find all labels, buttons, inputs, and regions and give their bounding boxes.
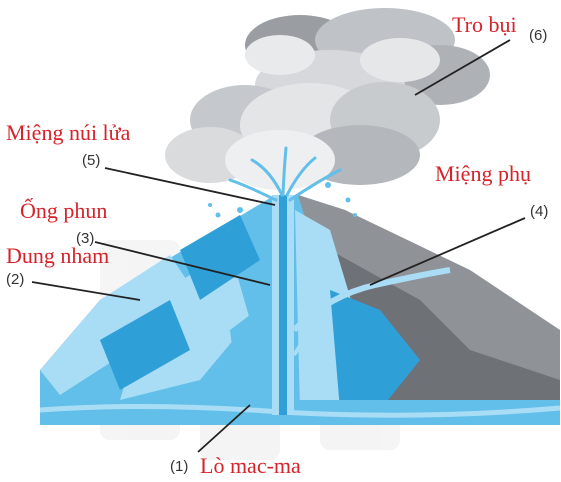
label-tro-bui: Tro bụi bbox=[452, 12, 517, 37]
label-dung-nham: Dung nham bbox=[6, 243, 110, 268]
marker-4: (4) bbox=[530, 203, 549, 220]
label-ong-phun: Ống phun bbox=[20, 198, 108, 223]
central-vent bbox=[272, 195, 294, 415]
marker-6: (6) bbox=[529, 27, 548, 44]
marker-5: (5) bbox=[82, 152, 101, 169]
label-mieng-phu: Miệng phụ bbox=[435, 161, 531, 186]
marker-1: (1) bbox=[170, 458, 189, 475]
volcano-body bbox=[40, 195, 560, 410]
label-lo-mac-ma: Lò mac-ma bbox=[200, 453, 301, 478]
marker-3: (3) bbox=[76, 230, 95, 247]
leader-lines bbox=[31, 39, 526, 453]
ash-cloud bbox=[165, 8, 490, 190]
lava-droplets bbox=[208, 182, 357, 218]
side-vent bbox=[291, 267, 451, 357]
magma-chamber bbox=[39, 400, 561, 425]
marker-2: (2) bbox=[6, 271, 25, 288]
label-mieng-nui-lua: Miệng núi lửa bbox=[6, 120, 131, 145]
eruption-spray bbox=[228, 146, 342, 202]
